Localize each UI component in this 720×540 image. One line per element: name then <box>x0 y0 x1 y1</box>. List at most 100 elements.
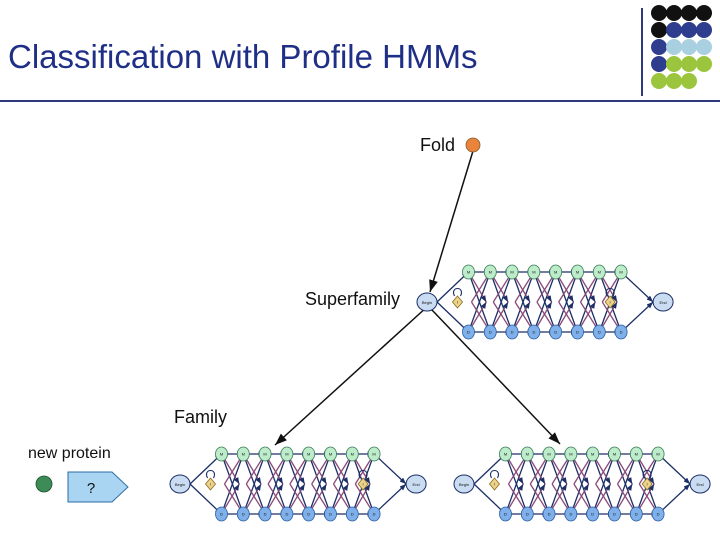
hmm-match-state <box>483 264 497 280</box>
hmm-insert-label: I <box>457 300 458 305</box>
hmm-transition <box>489 271 513 333</box>
hmm-transition <box>436 301 469 333</box>
hmm-match-state <box>505 264 519 280</box>
hmm-delete-label: D <box>657 512 660 517</box>
hmm-insert-state <box>204 477 217 491</box>
hmm-end-state <box>689 474 711 494</box>
hmm-insert-state <box>488 477 501 491</box>
hmm-match-state <box>608 446 621 462</box>
corner-dot <box>696 39 712 55</box>
title-divider <box>0 100 720 102</box>
hmm-match-state <box>564 446 578 462</box>
hmm-match-state <box>236 446 250 462</box>
hmm-delete-label: D <box>220 512 223 517</box>
corner-dot <box>696 22 712 38</box>
hmm-match-state <box>499 446 512 462</box>
hmm-transition <box>533 271 557 333</box>
hmm-match-label: M <box>329 452 332 457</box>
hmm-match-state <box>302 446 316 462</box>
hmm-delete-label: D <box>635 512 638 517</box>
hmm-match-state <box>571 264 584 280</box>
corner-dot <box>681 56 697 72</box>
corner-dot <box>666 22 682 38</box>
hmm-delete-label: D <box>576 330 579 335</box>
corner-dot <box>651 5 667 21</box>
corner-dot <box>681 22 697 38</box>
hmm-delete-state <box>549 324 563 340</box>
hmm-match-label: M <box>576 270 579 275</box>
hmm-insert-label: I <box>610 300 611 305</box>
family-label: Family <box>174 407 227 427</box>
hmm-transition <box>620 271 654 303</box>
hmm-match-state <box>651 446 665 462</box>
new-protein-node <box>35 475 53 493</box>
hmm-match-label: M <box>372 452 375 457</box>
hmm-match-label: M <box>598 270 601 275</box>
corner-dot <box>696 5 712 21</box>
corner-dot <box>666 39 682 55</box>
hmm-match-label: M <box>220 452 223 457</box>
hmm-delete-label: D <box>242 512 245 517</box>
hmm-match-label: M <box>307 452 310 457</box>
hmm-begin-state <box>416 292 438 312</box>
hmm-match-label: M <box>635 452 638 457</box>
corner-dot <box>651 22 667 38</box>
hmm-self-loop <box>489 469 500 479</box>
hmm-delete-state <box>215 506 228 522</box>
hmm-match-label: M <box>526 452 529 457</box>
hmm-match-label: M <box>619 270 622 275</box>
hmm-transition <box>436 271 469 303</box>
corner-dot <box>696 56 712 72</box>
corner-divider <box>641 8 643 96</box>
corner-dot <box>651 39 667 55</box>
hmm-delete-state <box>258 506 272 522</box>
hmm-delete-state <box>527 324 541 340</box>
hmm-self-loop <box>605 287 615 297</box>
hmm-delete-state <box>462 324 475 340</box>
hmm-begin-label: Begin <box>422 300 432 305</box>
hmm-match-label: M <box>554 270 557 275</box>
hmm-match-label: M <box>242 452 245 457</box>
hmm-delete-state <box>586 506 600 522</box>
hmm-delete-label: D <box>591 512 594 517</box>
hmm-delete-state <box>345 506 359 522</box>
hmm-transition <box>220 453 244 515</box>
hmm-match-label: M <box>591 452 594 457</box>
hmm-delete-state <box>651 506 665 522</box>
hmm-transition <box>657 453 691 485</box>
hmm-match-state <box>549 264 563 280</box>
hmm-begin-label: Begin <box>175 482 185 487</box>
hmm-transition <box>308 453 332 515</box>
hmm-delete-label: D <box>489 330 492 335</box>
hmm-transition <box>264 453 288 515</box>
hmm-delete-state <box>302 506 316 522</box>
hmm-match-state <box>367 446 381 462</box>
hmm-match-state <box>215 446 228 462</box>
hmm-transition <box>467 271 491 333</box>
hmm-insert-label: I <box>363 482 364 487</box>
hmm-delete-label: D <box>532 330 535 335</box>
hmm-match-label: M <box>510 270 513 275</box>
hmm-match-state <box>586 446 600 462</box>
hmm-delete-label: D <box>620 330 623 335</box>
hmm-match-state <box>614 264 628 280</box>
hmm-delete-state <box>608 506 621 522</box>
corner-dot <box>681 39 697 55</box>
hmm-end-state <box>405 474 427 494</box>
hmm-transition <box>613 453 637 515</box>
hmm-transition <box>526 453 550 515</box>
hmm-match-label: M <box>532 270 535 275</box>
hmm-delete-label: D <box>264 512 267 517</box>
hmm-begin-state <box>453 474 475 494</box>
hmm-delete-state <box>542 506 556 522</box>
hmm-transition <box>473 483 506 515</box>
hmm-delete-label: D <box>598 330 601 335</box>
hmm-match-label: M <box>613 452 616 457</box>
query-mark: ? <box>87 480 95 497</box>
hmm-transition <box>189 483 222 515</box>
hmm-insert-state <box>641 477 653 491</box>
hmm-transition <box>373 453 407 485</box>
hmm-transition <box>504 453 528 515</box>
hmm-delete-state <box>571 324 584 340</box>
